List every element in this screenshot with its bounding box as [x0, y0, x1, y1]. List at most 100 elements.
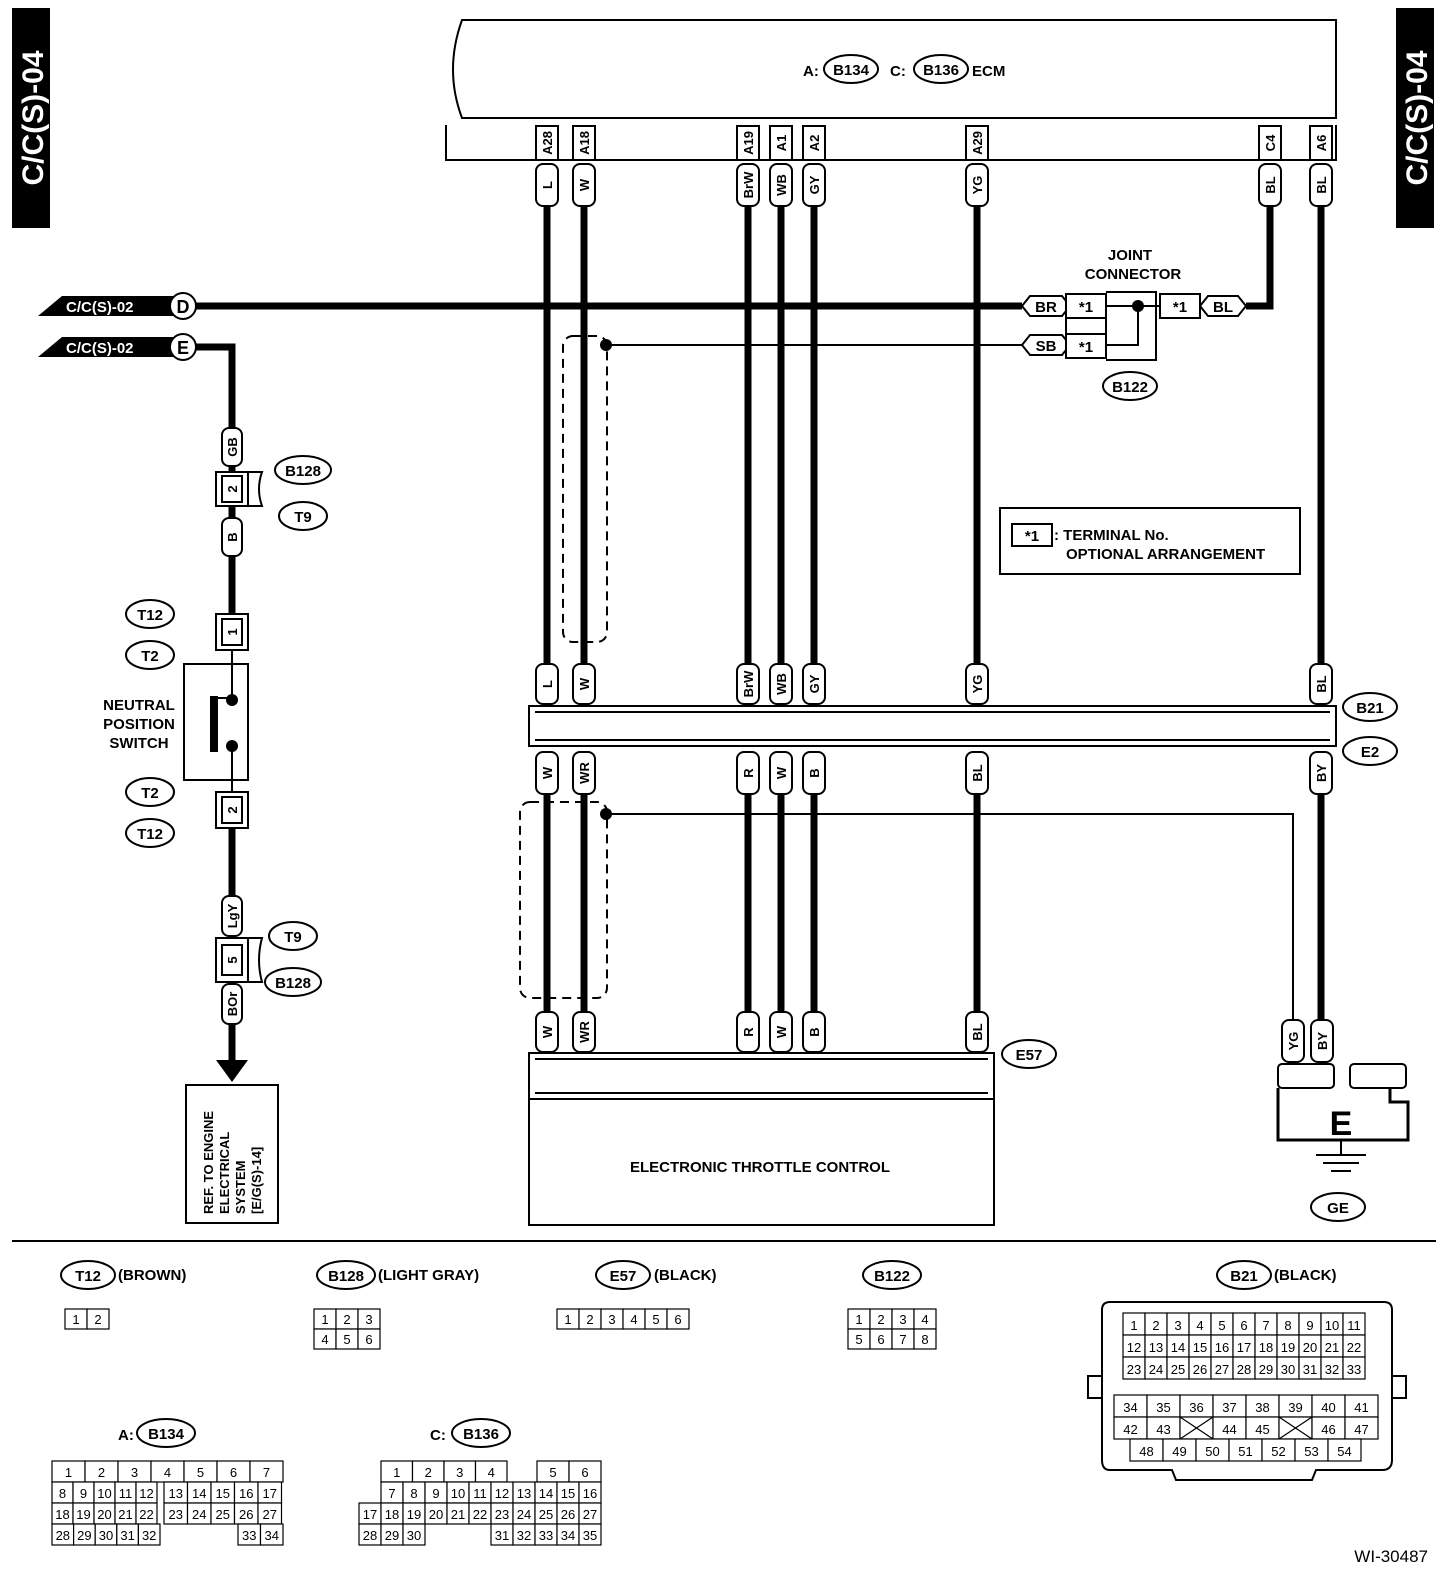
wire-run-a6[interactable]: A6BLBL36BY — [1309, 125, 1333, 1020]
side-tab-right[interactable]: C/C(S)-04 — [1396, 8, 1434, 228]
b21-pin-47: 47 — [1354, 1422, 1368, 1437]
b134-pin-2: 2 — [98, 1465, 105, 1480]
wire-run-a2[interactable]: A2GYGY38BB2 — [802, 125, 826, 1094]
ecm-pin-a18: A18 — [577, 131, 592, 155]
ref-engine-electrical-box[interactable]: REF. TO ENGINE ELECTRICAL SYSTEM [E/G(S)… — [185, 1084, 279, 1224]
t2-label-top: T2 — [141, 648, 159, 665]
b21-pin-33: 33 — [1347, 1362, 1361, 1377]
b21-pin-26: 26 — [1193, 1362, 1207, 1377]
b21-blank-x — [1278, 1416, 1313, 1440]
b134-pin-31: 31 — [120, 1528, 134, 1543]
ecm-pin-a1: A1 — [774, 135, 789, 152]
b21-pin-49: 49 — [1172, 1444, 1186, 1459]
t9-label-top: T9 — [294, 509, 312, 526]
b21-pin-44: 44 — [1222, 1422, 1236, 1437]
b134-pin-21: 21 — [118, 1507, 132, 1522]
shield-bottom — [519, 801, 608, 999]
wire-run-a18[interactable]: A18WW25WRWR6 — [572, 125, 596, 1094]
wire-run-a19[interactable]: A19BrWBrW28RR5 — [736, 125, 760, 1094]
joint-terminal-2: *1 — [1079, 339, 1093, 356]
b134-pin-15: 15 — [216, 1486, 230, 1501]
b134-pin-19: 19 — [76, 1507, 90, 1522]
joint-wire-bl: BL — [1213, 299, 1233, 316]
e57-pin-3: 3 — [608, 1312, 615, 1327]
wire-color-b21-0: L — [540, 680, 555, 688]
ground-id: GE — [1327, 1200, 1349, 1217]
b136-pin-24: 24 — [517, 1507, 531, 1522]
e2-id: E2 — [1361, 744, 1379, 761]
b134-pin-9: 9 — [80, 1486, 87, 1501]
wire-color-e2-4: B — [807, 768, 822, 777]
legend-symbol: *1 — [1025, 528, 1039, 545]
b21-pin-46: 46 — [1321, 1422, 1335, 1437]
wire-color-a6-top-tag — [1309, 163, 1333, 207]
wire-run-a28[interactable]: A28LL24WW4 — [535, 125, 559, 1094]
b136-pin-34: 34 — [561, 1528, 575, 1543]
b134-pin-12: 12 — [139, 1486, 153, 1501]
wire-run-a29[interactable]: A29YGYG6BLBL3 — [965, 125, 989, 1094]
b21-pin-45: 45 — [1255, 1422, 1269, 1437]
ref-c-c-s-02-d[interactable]: C/C(S)-02 D — [38, 292, 197, 320]
ground-letter: E — [1330, 1105, 1353, 1143]
ref-c-c-s-02-e[interactable]: C/C(S)-02 E — [38, 333, 197, 361]
switch-label-2: POSITION — [103, 716, 175, 733]
switch-label-1: NEUTRAL — [103, 697, 175, 714]
wire-color-b21-4-tag — [802, 663, 826, 705]
joint-connector-b122[interactable]: JOINT CONNECTOR BR SB *1 *1 *1 BL B122 — [1020, 206, 1274, 401]
e57-pin-6: 6 — [674, 1312, 681, 1327]
electronic-throttle-control[interactable]: ELECTRONIC THROTTLE CONTROL E57 — [528, 1039, 1057, 1226]
figure-id: WI-30487 — [1354, 1547, 1428, 1566]
b136-pin-20: 20 — [429, 1507, 443, 1522]
ref-d-label: C/C(S)-02 — [66, 299, 134, 316]
joint-connector-id: B122 — [1112, 379, 1148, 396]
b134-pin-3: 3 — [131, 1465, 138, 1480]
b134-pin-34: 34 — [265, 1528, 279, 1543]
legend-line-2: OPTIONAL ARRANGEMENT — [1066, 546, 1265, 563]
b136-pin-23: 23 — [495, 1507, 509, 1522]
wire-color-top-1: W — [577, 178, 592, 191]
b128-pin-5: 5 — [343, 1332, 350, 1347]
t12-label-bottom: T12 — [137, 826, 163, 843]
b136-pin-8: 8 — [410, 1486, 417, 1501]
t2-label-bottom: T2 — [141, 785, 159, 802]
side-tab-right-label: C/C(S)-04 — [1401, 50, 1434, 185]
wire-color-e2-2-tag — [736, 751, 760, 795]
legend-terminal-note: *1 : TERMINAL No. OPTIONAL ARRANGEMENT — [999, 507, 1301, 575]
wire-run-a1[interactable]: A1WBWB39WW1 — [769, 125, 793, 1094]
t12-cell — [86, 1308, 110, 1330]
ecm-pin-c4: C4 — [1263, 134, 1278, 151]
b134-pin-25: 25 — [216, 1507, 230, 1522]
wire-color-e57-2: R — [741, 1027, 756, 1037]
ecm-pin-a28-cell — [535, 125, 559, 161]
b21-pin-12: 12 — [1127, 1340, 1141, 1355]
b128-label-top: B128 — [285, 463, 321, 480]
wire-color-top-4: GY — [807, 175, 822, 194]
t12-label-top: T12 — [137, 607, 163, 624]
shield-top — [562, 335, 608, 643]
wire-color-top-5-tag — [965, 163, 989, 207]
switch-label-3: SWITCH — [109, 735, 168, 752]
connector-b21-e2[interactable]: B21 E2 — [528, 692, 1398, 766]
t12-pin-2: 2 — [94, 1312, 101, 1327]
t12-pin-1: 1 — [72, 1312, 79, 1327]
b21-pin-52: 52 — [1271, 1444, 1285, 1459]
wire-color-e2-3: W — [774, 766, 789, 779]
side-tab-left[interactable]: C/C(S)-04 — [12, 8, 50, 228]
view-b134-id: B134 — [148, 1426, 185, 1443]
wire-color-e2-0: W — [540, 766, 555, 779]
wire-e-gb — [196, 343, 236, 428]
etc-connector-id: E57 — [1016, 1047, 1043, 1064]
b21-pin-54: 54 — [1337, 1444, 1351, 1459]
wire-color-b21-1: W — [577, 677, 592, 690]
wire-color-top-2-tag — [736, 163, 760, 207]
wire-color-b21-5: YG — [970, 675, 985, 694]
b21-pin-22: 22 — [1347, 1340, 1361, 1355]
